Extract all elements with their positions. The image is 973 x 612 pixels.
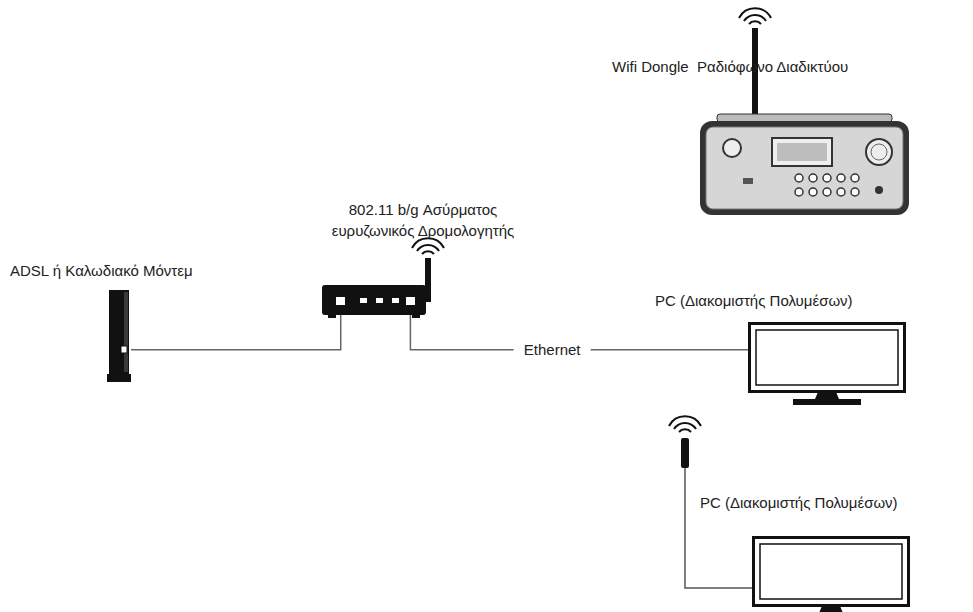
connection-label: Ethernet [514, 340, 591, 360]
radio-jack [875, 186, 883, 194]
wifi-waves [739, 8, 771, 24]
monitor-neck [819, 606, 843, 612]
monitor-base [793, 399, 861, 405]
modem-port [121, 346, 127, 353]
monitor-neck [815, 392, 839, 399]
router-device-shape [322, 285, 426, 318]
router-body [322, 285, 426, 315]
radio-buttons [795, 174, 859, 196]
radio-handle [717, 114, 892, 122]
device-label: Wifi Dongle Ραδιόφωνο Διαδικτύου [612, 56, 848, 77]
router-port [376, 298, 383, 303]
radio-case [700, 121, 909, 215]
internet-radio: Wifi Dongle Ραδιόφωνο Διαδικτύου [697, 118, 912, 218]
cable-line [131, 315, 341, 350]
modem-side [124, 292, 128, 372]
router-foot [412, 315, 420, 318]
modem-body [109, 290, 129, 374]
pc-monitor-shape [748, 322, 906, 406]
pc-monitor-shape [752, 536, 910, 612]
router-foot [328, 315, 336, 318]
wifi-antenna [739, 8, 771, 24]
device-label: ADSL ή Καλωδιακό Μόντεμ [10, 260, 193, 281]
monitor-screen [756, 330, 898, 385]
device-label: PC (Διακομιστής Πολυμέσων) [700, 492, 898, 513]
device-label: 802.11 b/g Ασύρματος ευρυζωνικός Δρομολο… [318, 199, 528, 241]
modem-device: ADSL ή Καλωδιακό Μόντεμ [107, 290, 131, 382]
router-port [360, 298, 367, 303]
device-label: PC (Διακομιστής Πολυμέσων) [655, 290, 853, 311]
monitor-frame [754, 538, 909, 606]
radio-knob [723, 139, 741, 157]
radio-display [772, 138, 832, 166]
monitor-frame [750, 324, 905, 392]
usb-cable [685, 468, 752, 588]
monitor-screen [760, 544, 902, 599]
radio-panel [706, 127, 903, 209]
radio-slot [743, 178, 753, 184]
radio-knob-ring [871, 144, 887, 160]
wifi-waves [412, 238, 444, 254]
wifi-antenna [669, 416, 701, 432]
wifi-waves [669, 416, 701, 432]
pc-monitor: PC (Διακομιστής Πολυμέσων) [752, 536, 910, 612]
router-port [336, 297, 345, 305]
internet-radio-shape [697, 118, 912, 218]
radio-screen [777, 143, 827, 161]
modem-device-shape [107, 290, 131, 382]
router-device: 802.11 b/g Ασύρματος ευρυζωνικός Δρομολο… [322, 285, 426, 318]
router-port [392, 298, 399, 303]
wifi-antenna [412, 238, 444, 254]
router-port [406, 297, 415, 305]
radio-knob [866, 139, 892, 165]
cable-connector [131, 315, 341, 350]
dongle-body [681, 438, 689, 468]
modem-foot [107, 374, 131, 382]
pc-monitor: PC (Διακομιστής Πολυμέσων) [748, 322, 906, 406]
